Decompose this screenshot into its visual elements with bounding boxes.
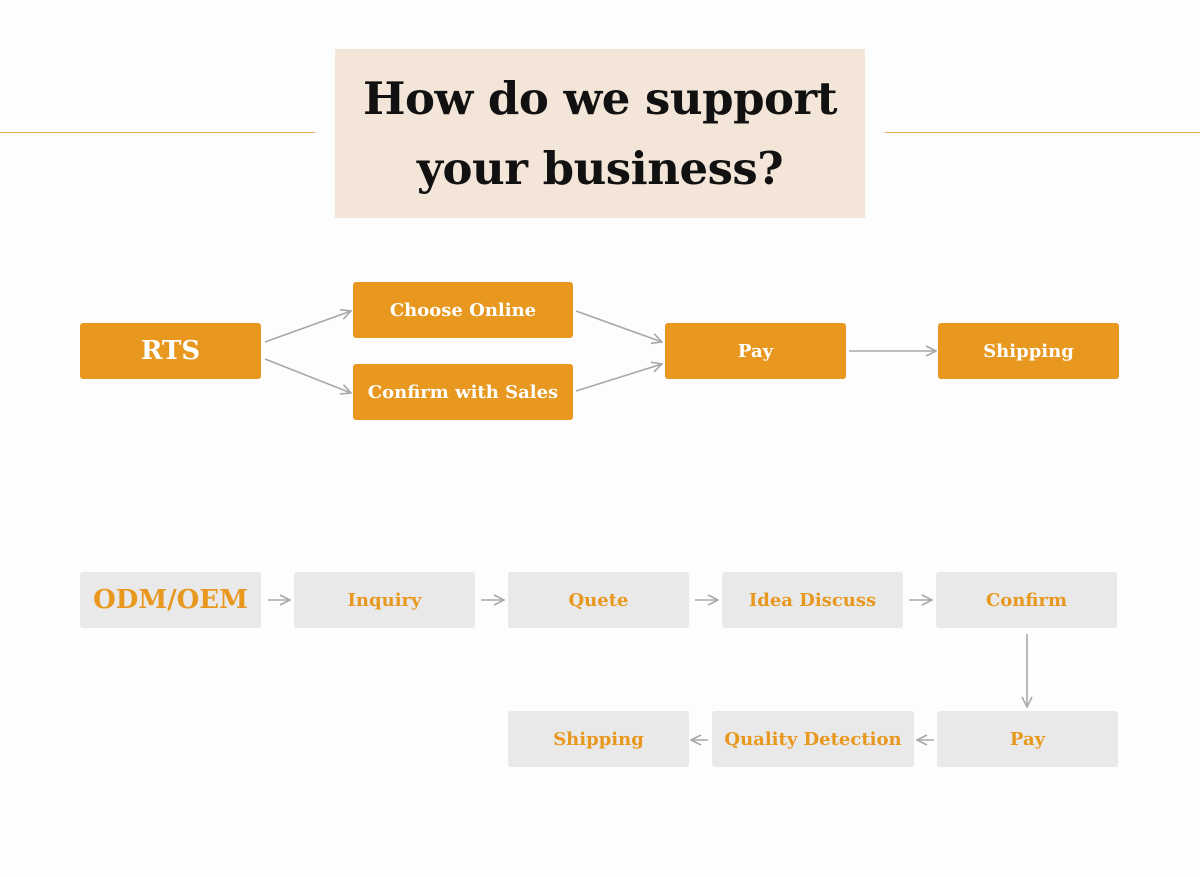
rts-shipping-box: Shipping xyxy=(938,323,1119,379)
odm-shipping-label: Shipping xyxy=(553,728,644,750)
quete-label: Quete xyxy=(568,589,629,611)
rts-start-box: RTS xyxy=(80,323,261,379)
inquiry-box: Inquiry xyxy=(294,572,475,628)
quality-detection-box: Quality Detection xyxy=(712,711,914,767)
quality-detection-label: Quality Detection xyxy=(724,728,902,750)
idea-discuss-label: Idea Discuss xyxy=(748,589,877,611)
arrow-confirm-sales-to-pay xyxy=(575,364,662,392)
page-title: How do we support your business? xyxy=(362,64,838,204)
title-line-1: How do we support xyxy=(362,71,838,125)
quete-box: Quete xyxy=(508,572,689,628)
confirm-with-sales-label: Confirm with Sales xyxy=(367,381,559,403)
rts-pay-label: Pay xyxy=(737,340,774,362)
rts-shipping-label: Shipping xyxy=(983,340,1074,362)
confirm-label: Confirm xyxy=(985,589,1068,611)
arrow-choose-to-pay xyxy=(575,310,662,342)
choose-online-box: Choose Online xyxy=(353,282,573,338)
arrow-rts-to-choose xyxy=(264,311,351,343)
inquiry-label: Inquiry xyxy=(347,589,422,611)
odm-start-label: ODM/OEM xyxy=(93,585,248,615)
odm-shipping-box: Shipping xyxy=(508,711,689,767)
odm-pay-label: Pay xyxy=(1009,728,1046,750)
left-rule xyxy=(0,132,315,133)
odm-start-box: ODM/OEM xyxy=(80,572,261,628)
idea-discuss-box: Idea Discuss xyxy=(722,572,903,628)
right-rule xyxy=(885,132,1200,133)
confirm-box: Confirm xyxy=(936,572,1117,628)
choose-online-label: Choose Online xyxy=(389,299,537,321)
title-line-2: your business? xyxy=(416,141,784,195)
rts-start-label: RTS xyxy=(140,336,201,366)
odm-pay-box: Pay xyxy=(937,711,1118,767)
rts-pay-box: Pay xyxy=(665,323,846,379)
arrow-rts-to-confirm-sales xyxy=(264,358,351,393)
confirm-with-sales-box: Confirm with Sales xyxy=(353,364,573,420)
title-box: How do we support your business? xyxy=(335,49,865,218)
